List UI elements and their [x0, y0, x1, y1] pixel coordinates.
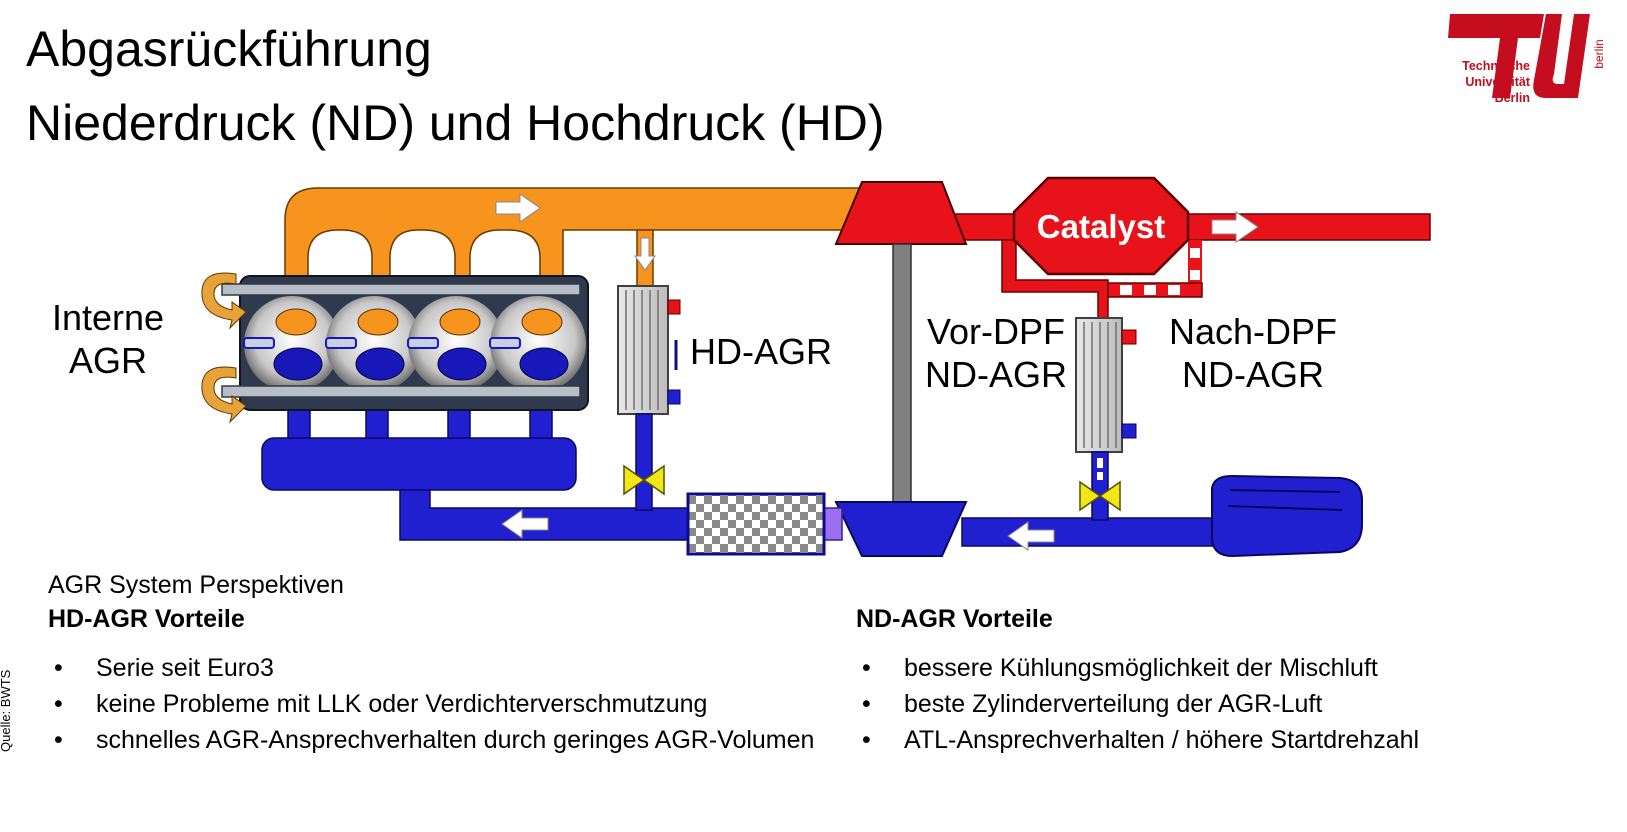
label-internal-line2: AGR: [68, 340, 147, 382]
post-dpf-branch: [1107, 240, 1203, 298]
label-pre-dpf-line2: ND-AGR: [925, 354, 1067, 396]
catalyst-label: Catalyst: [1037, 208, 1165, 245]
intake-manifold: [261, 405, 577, 491]
hd-egr-cooler: [617, 285, 681, 415]
catalyst: Catalyst: [1012, 176, 1190, 276]
arrow-left-icon: [1007, 521, 1055, 551]
label-internal-egr: Interne AGR: [44, 296, 172, 382]
logo-line3: Berlin: [1494, 91, 1530, 105]
label-hd-egr: HD-AGR: [690, 331, 832, 372]
nd-egr-cooler: [1075, 317, 1137, 453]
nd-egr-cold-pipe: [1091, 451, 1109, 521]
label-post-dpf-line1: Nach-DPF: [1168, 311, 1338, 352]
source-note: Quelle: BWTS: [0, 669, 13, 752]
nd-egr-valve: [1079, 480, 1121, 512]
logo-vertical-text: berlin: [1592, 39, 1606, 68]
arrow-down-icon: [634, 237, 656, 271]
air-filter: [1211, 474, 1363, 558]
compressor: [834, 501, 968, 557]
label-pre-dpf: Vor-DPF ND-AGR: [918, 310, 1074, 396]
arrow-left-icon: [501, 509, 549, 539]
engine-block: [221, 275, 589, 411]
page-title: Abgasrückführung: [26, 21, 432, 77]
list-item: keine Probleme mit LLK oder Verdichterve…: [46, 686, 826, 722]
internal-egr-arrows: [201, 272, 247, 424]
label-post-dpf-line2: ND-AGR: [1182, 354, 1324, 396]
cylinders: [243, 296, 586, 392]
label-pre-dpf-line1: Vor-DPF: [926, 311, 1066, 352]
list-item: beste Zylinderverteilung der AGR-Luft: [854, 686, 1614, 722]
intercooler: [686, 492, 826, 556]
nd-advantages-list: bessere Kühlungsmöglichkeit der Mischluf…: [854, 650, 1614, 758]
exhaust-manifold: [284, 187, 891, 291]
logo-line2: Universität: [1465, 75, 1530, 89]
hd-advantages-list: Serie seit Euro3 keine Probleme mit LLK …: [46, 650, 826, 758]
hd-egr-cold-pipe: [635, 413, 653, 511]
intake-pipe-right: [961, 517, 1215, 547]
hd-heading: HD-AGR Vorteile: [48, 605, 245, 633]
logo-line1: Technische: [1462, 59, 1530, 73]
tu-berlin-logo: berlin Technische Universität Berlin: [1440, 10, 1620, 110]
list-item: bessere Kühlungsmöglichkeit der Mischluf…: [854, 650, 1614, 686]
turbo-shaft: [892, 243, 912, 503]
arrow-right-icon: [1211, 211, 1259, 243]
flow-arrows: [495, 193, 1259, 551]
nd-heading: ND-AGR Vorteile: [856, 605, 1053, 633]
list-item: schnelles AGR-Ansprechverhalten durch ge…: [46, 722, 826, 758]
tu-logo-icon: berlin: [1448, 14, 1606, 98]
list-item: Serie seit Euro3: [46, 650, 826, 686]
turbine: [834, 181, 968, 245]
page-subtitle: Niederdruck (ND) und Hochdruck (HD): [26, 95, 885, 151]
list-item: ATL-Ansprechverhalten / höhere Startdreh…: [854, 722, 1614, 758]
label-post-dpf: Nach-DPF ND-AGR: [1160, 310, 1346, 396]
hd-egr-valve: [623, 464, 665, 496]
label-internal-line1: Interne: [51, 297, 165, 338]
section-title: AGR System Perspektiven: [48, 571, 344, 599]
arrow-right-icon: [495, 193, 541, 223]
